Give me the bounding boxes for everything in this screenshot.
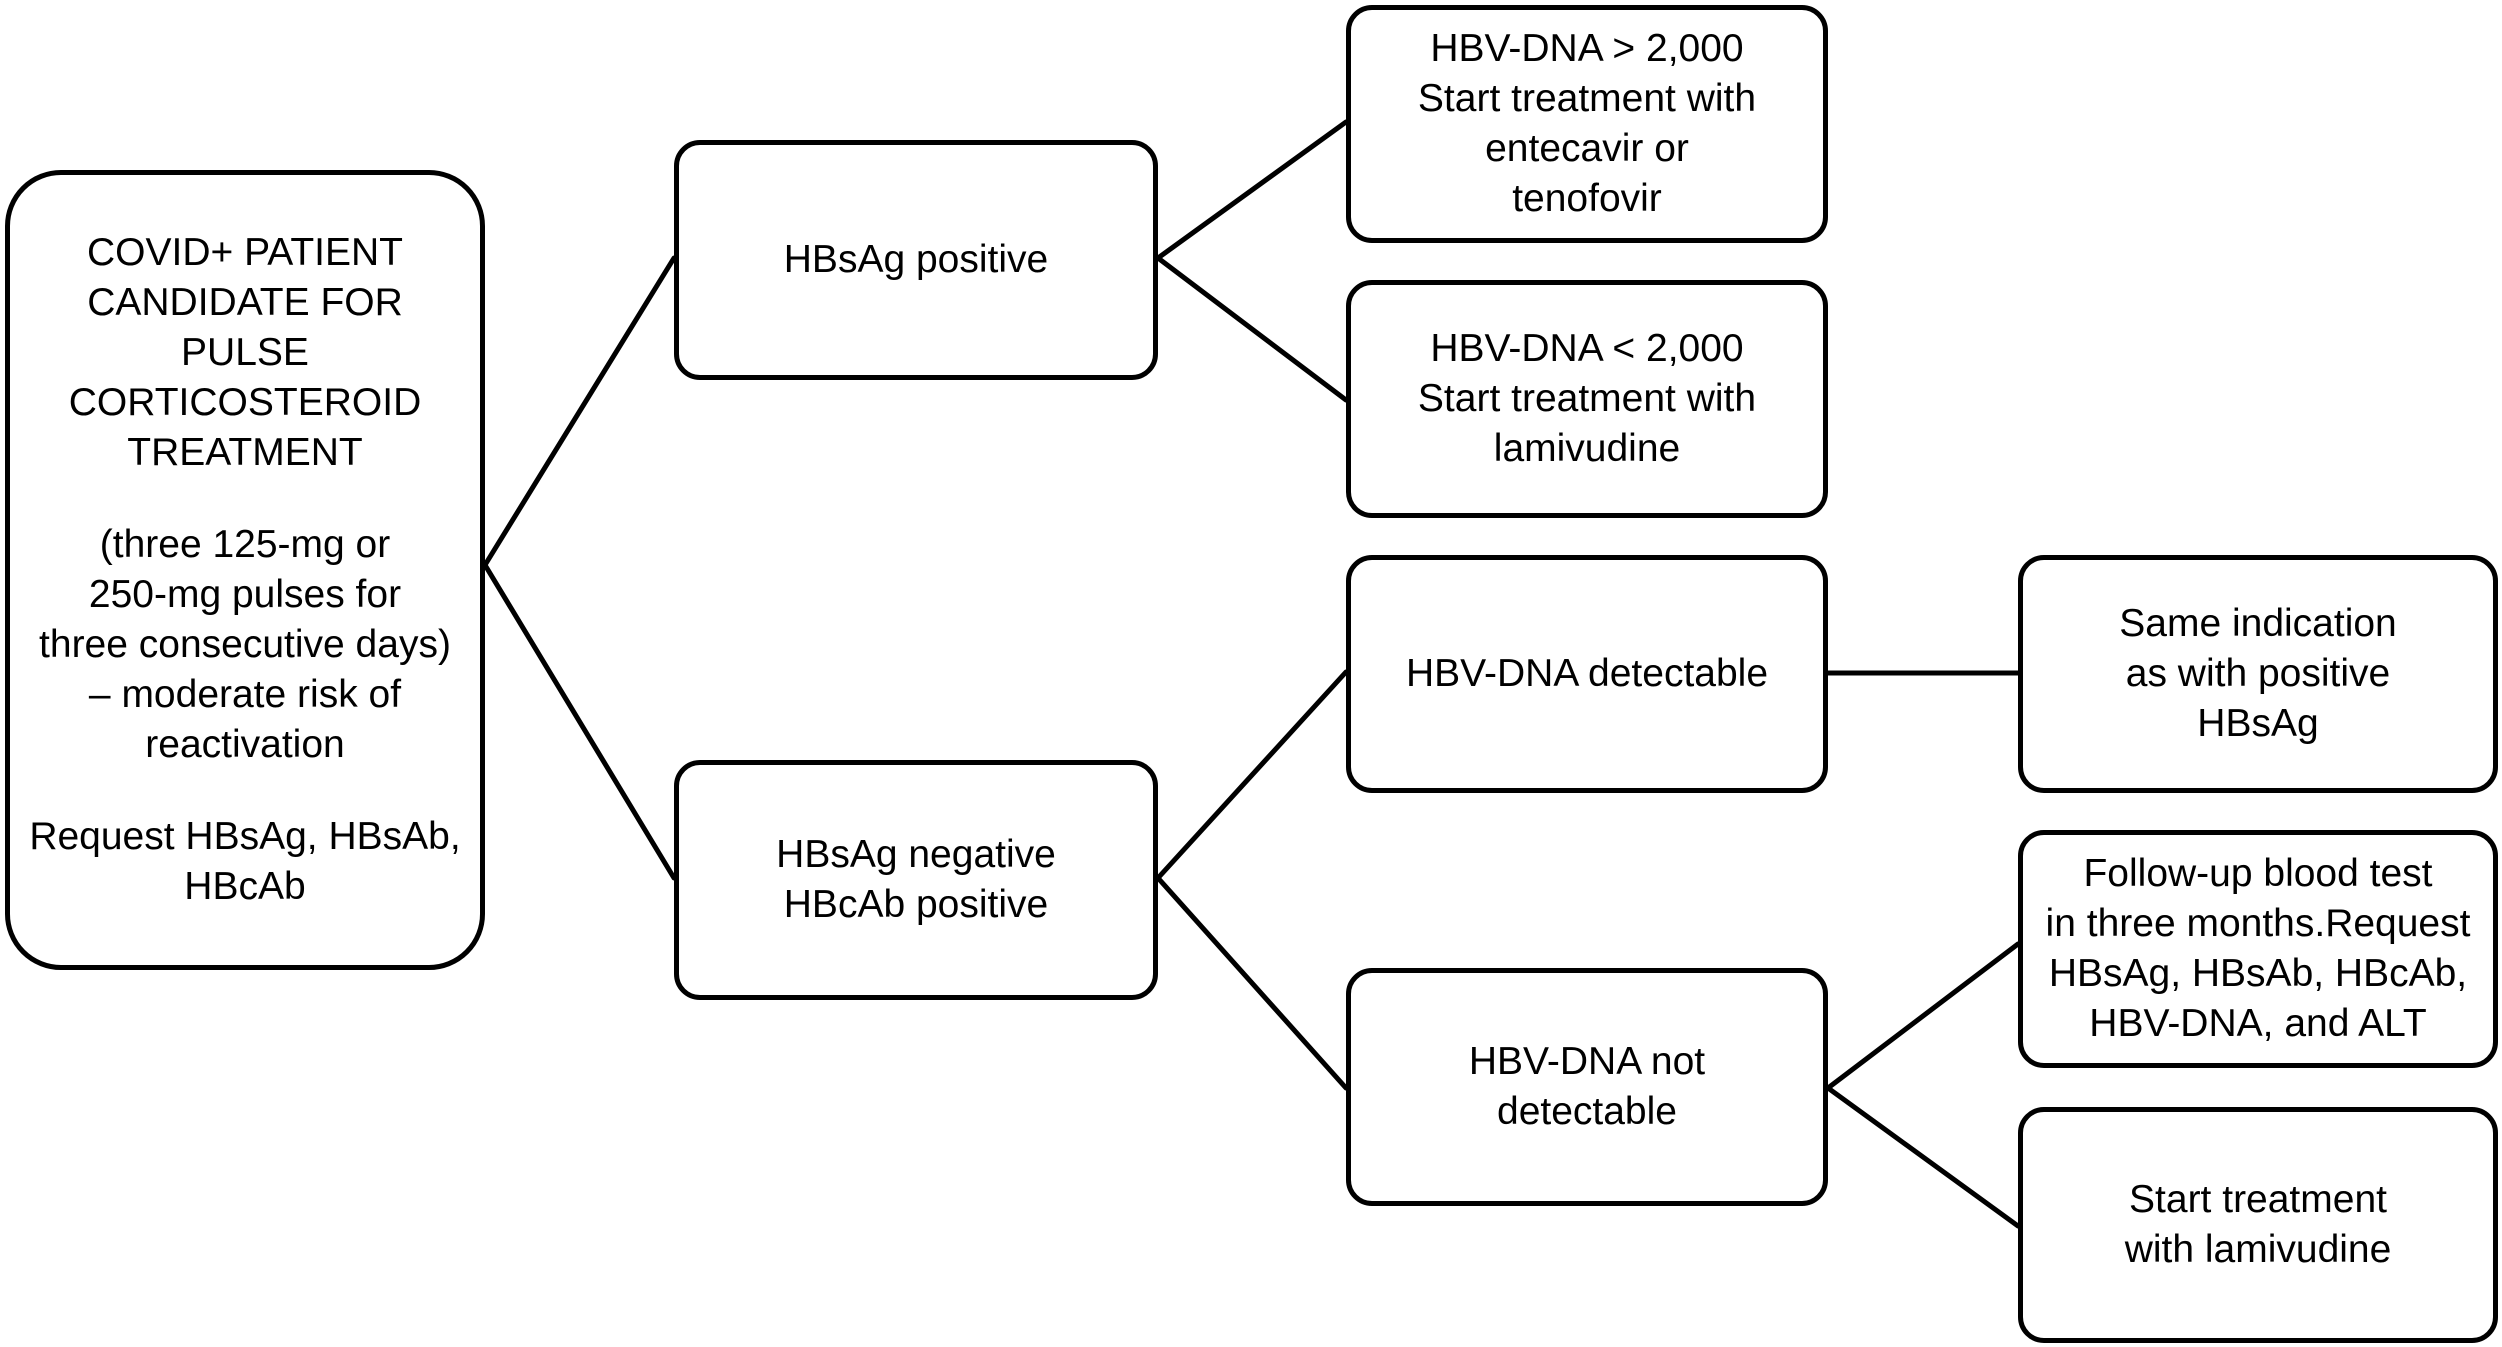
root-detail-line: 250-mg pulses for	[88, 573, 402, 616]
root-title-line: COVID+ PATIENT	[86, 231, 404, 274]
same-indication-line: HBsAg	[2197, 702, 2319, 745]
start-lamivudine-box: Start treatment with lamivudine	[2018, 1107, 2498, 1343]
same-indication-line: Same indication	[2119, 602, 2397, 645]
dna-gt-line: HBV-DNA > 2,000	[1430, 27, 1744, 70]
root-request-line: HBcAb	[184, 865, 306, 908]
hbv-dna-not-detectable-box: HBV-DNA not detectable	[1346, 968, 1828, 1206]
dna-detectable-label: HBV-DNA detectable	[1405, 652, 1769, 695]
start-lamivudine-line: with lamivudine	[2124, 1228, 2392, 1271]
dna-gt-line: tenofovir	[1512, 177, 1662, 220]
connector-negative-to-dna-not-detectable	[1155, 875, 1349, 1091]
dna-lt-line: lamivudine	[1493, 427, 1681, 470]
start-lamivudine-line: Start treatment	[2129, 1178, 2387, 1221]
dna-lt-line: Start treatment with	[1417, 377, 1757, 420]
root-title-line: TREATMENT	[127, 431, 363, 474]
connector-positive-to-dna-lt	[1155, 255, 1349, 403]
hbsag-positive-label: HBsAg positive	[783, 238, 1049, 281]
root-title-line: PULSE	[181, 331, 309, 374]
root-title-line: CORTICOSTEROID	[68, 381, 422, 424]
root-detail-line: reactivation	[145, 723, 345, 766]
connector-not-detectable-to-lamivudine	[1825, 1085, 2021, 1229]
follow-up-blood-test-box: Follow-up blood test in three months.Req…	[2018, 830, 2498, 1068]
dna-lt-line: HBV-DNA < 2,000	[1430, 327, 1744, 370]
connector-not-detectable-to-follow-up	[1825, 941, 2021, 1091]
connector-root-to-hbsag-positive	[482, 255, 677, 568]
hbsag-negative-box: HBsAg negative HBcAb positive	[674, 760, 1158, 1000]
root-title-line: CANDIDATE FOR	[87, 281, 403, 324]
same-indication-line: as with positive	[2125, 652, 2391, 695]
same-indication-box: Same indication as with positive HBsAg	[2018, 555, 2498, 793]
root-detail-line: (three 125-mg or	[99, 523, 391, 566]
dna-gt-line: Start treatment with	[1417, 77, 1757, 120]
hbv-dna-below-2000-box: HBV-DNA < 2,000 Start treatment with lam…	[1346, 280, 1828, 518]
root-request-line: Request HBsAg, HBsAb,	[29, 815, 461, 858]
root-detail-line: – moderate risk of	[88, 673, 402, 716]
follow-up-line: Follow-up blood test	[2083, 852, 2433, 895]
connector-root-to-hbsag-negative	[482, 562, 677, 881]
dna-not-detectable-line: detectable	[1497, 1090, 1677, 1133]
hbsag-negative-label: HBsAg negative	[776, 833, 1056, 876]
hbv-dna-above-2000-box: HBV-DNA > 2,000 Start treatment with ent…	[1346, 5, 1828, 243]
covid-patient-box: COVID+ PATIENT CANDIDATE FOR PULSE CORTI…	[5, 170, 485, 970]
follow-up-line: in three months.Request	[2045, 902, 2471, 945]
root-detail-line: three consecutive days)	[39, 623, 451, 666]
follow-up-line: HBsAg, HBsAb, HBcAb,	[2048, 952, 2468, 995]
connector-positive-to-dna-gt	[1155, 119, 1349, 261]
hbsag-positive-box: HBsAg positive	[674, 140, 1158, 380]
hbcab-positive-label: HBcAb positive	[783, 883, 1049, 926]
connector-negative-to-dna-detectable	[1155, 669, 1349, 881]
dna-gt-line: entecavir or	[1485, 127, 1689, 170]
hbv-dna-detectable-box: HBV-DNA detectable	[1346, 555, 1828, 793]
follow-up-line: HBV-DNA, and ALT	[2089, 1002, 2427, 1045]
dna-not-detectable-line: HBV-DNA not	[1468, 1040, 1706, 1083]
